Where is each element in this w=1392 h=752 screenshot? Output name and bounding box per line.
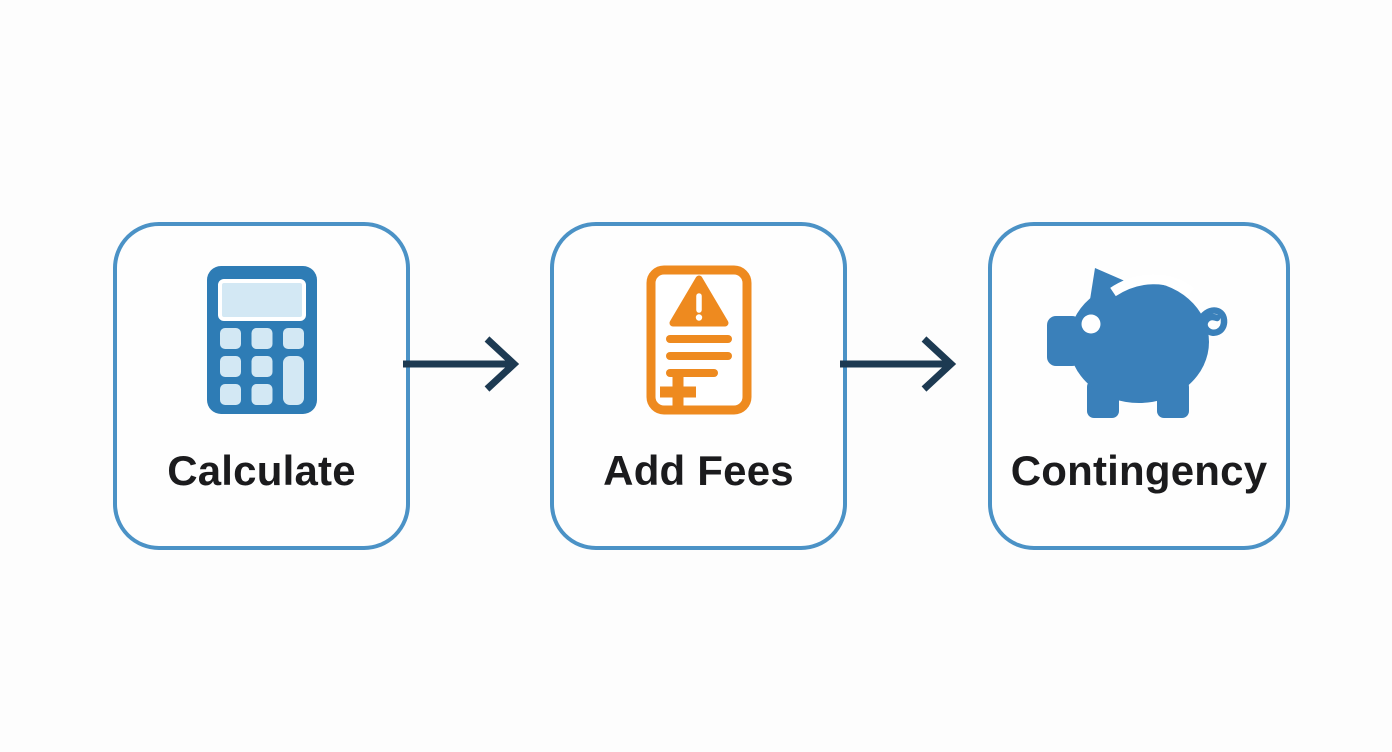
- step-label-contingency: Contingency: [1010, 447, 1268, 494]
- arrow-right-icon: [840, 336, 957, 392]
- calculator-icon: [206, 264, 317, 416]
- document-warning-icon-svg: [646, 265, 751, 415]
- document-warning-icon: [646, 264, 752, 416]
- piggy-bank-icon: [1046, 264, 1232, 418]
- step-box-calculate: Calculate: [113, 222, 410, 550]
- arrow-right-icon: [403, 336, 520, 392]
- step-label-add-fees: Add Fees: [603, 447, 794, 494]
- step-box-add-fees: Add Fees: [550, 222, 847, 550]
- piggy-bank-icon-svg: [1046, 268, 1227, 418]
- step-label-calculate: Calculate: [167, 447, 356, 494]
- step-box-contingency: Contingency: [988, 222, 1290, 550]
- calculator-icon-svg: [206, 266, 317, 414]
